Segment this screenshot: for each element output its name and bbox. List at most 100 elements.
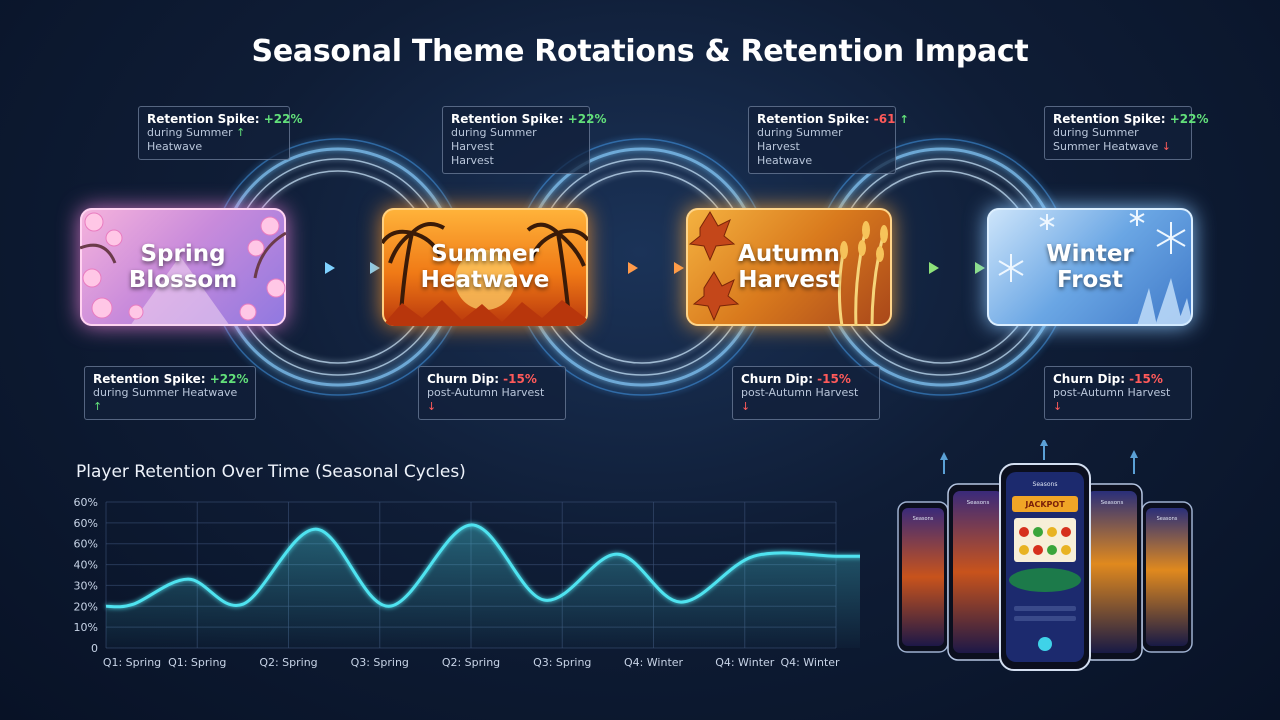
y-tick-label: 10% [74, 621, 98, 634]
callout-label: Retention Spike: [1053, 112, 1170, 126]
x-axis-ticks: Q1: Spring Q1: Spring Q2: Spring Q3: Spring… [103, 656, 840, 669]
callout-value: -15% [503, 372, 537, 386]
phone-right: Seasons [1081, 483, 1143, 661]
callout-label: Churn Dip: [1053, 372, 1130, 386]
theme-name-line2: Frost [1056, 267, 1124, 293]
arrow-up-icon: ↑ [899, 113, 909, 126]
callout-bottom-summer: Churn Dip: -15% post-Autumn Harvest ↓ [418, 366, 566, 420]
theme-name-line1: Winter [1046, 241, 1134, 267]
y-tick-label: 0 [91, 642, 98, 655]
jackpot-banner: JACKPOT [1024, 500, 1065, 509]
theme-name-line1: Autumn [738, 241, 840, 267]
callout-sub: Harvest [451, 154, 494, 167]
callout-label: Churn Dip: [427, 372, 504, 386]
callout-bottom-spring: Retention Spike: +22% during Summer Heat… [84, 366, 256, 420]
callout-sub: post-Autumn Harvest [427, 386, 545, 399]
callout-label: Retention Spike: [451, 112, 568, 126]
autumn-leaf-icon [688, 211, 888, 326]
callout-sub: Heatwave [147, 140, 203, 153]
theme-card-summer-heatwave[interactable]: Summer Heatwave [382, 208, 588, 326]
callout-label: Retention Spike: [757, 112, 874, 126]
callout-value: +22% [1169, 112, 1209, 126]
y-tick-label: 60% [74, 517, 98, 530]
y-tick-label: 30% [74, 579, 98, 592]
theme-name-line2: Harvest [738, 267, 840, 293]
arrow-down-icon: ↓ [741, 400, 751, 413]
phone-screen-title: Seasons [967, 500, 990, 506]
callout-value: -15% [1129, 372, 1163, 386]
palm-tree-icon [382, 222, 588, 326]
callout-sub: during Summer Harvest [451, 126, 537, 153]
page-title: Seasonal Theme Rotations & Retention Imp… [251, 34, 1029, 69]
x-tick-label: Q3: Spring [351, 656, 409, 669]
theme-card-spring-blossom[interactable]: Spring Blossom [80, 208, 286, 326]
theme-name-line1: Summer [431, 241, 539, 267]
arrow-up-icon: ↑ [236, 126, 246, 139]
chart-title: Player Retention Over Time (Seasonal Cyc… [76, 462, 466, 482]
callout-value: -61 [873, 112, 896, 126]
series-area [106, 524, 860, 648]
cherry-blossom-icon [80, 212, 286, 326]
callout-sub: post-Autumn Harvest [1053, 386, 1171, 399]
callout-sub: Heatwave [757, 154, 813, 167]
y-tick-label: 40% [74, 559, 98, 572]
callout-sub: during Summer [147, 126, 233, 139]
callout-value: -15% [817, 372, 851, 386]
x-tick-label: Q1: Spring [168, 656, 226, 669]
x-tick-label: Q2: Spring [259, 656, 317, 669]
callout-sub: during Summer Harvest [757, 126, 843, 153]
slot-reels [1014, 518, 1076, 562]
callout-top-autumn: Retention Spike: -61 ↑ during Summer Har… [748, 106, 909, 174]
callout-top-winter: Retention Spike: +22% during Summer Summ… [1044, 106, 1209, 160]
callout-bottom-winter: Churn Dip: -15% post-Autumn Harvest ↓ [1044, 366, 1192, 420]
callout-value: +22% [567, 112, 607, 126]
arrow-right-icon [893, 262, 985, 274]
theme-card-autumn-harvest[interactable]: Autumn Harvest [686, 208, 892, 326]
callout-sub: Summer Heatwave [1053, 140, 1159, 153]
callout-label: Retention Spike: [93, 372, 210, 386]
callout-label: Churn Dip: [741, 372, 818, 386]
callout-sub: during Summer Heatwave [93, 386, 238, 399]
mobile-devices-illustration: Seasons Seasons Seasons Seasons Seasons … [897, 440, 1193, 671]
y-axis-ticks: 0 10% 20% 30% 40% 60% 60% 60% [74, 496, 98, 655]
phone-left: Seasons [947, 483, 1009, 661]
callout-sub: post-Autumn Harvest [741, 386, 859, 399]
theme-name-line1: Spring [140, 241, 226, 267]
phone-far-left: Seasons [897, 501, 949, 653]
arrow-down-icon: ↓ [427, 400, 437, 413]
theme-name-line2: Heatwave [420, 267, 550, 293]
x-tick-label: Q4: Winter [624, 656, 684, 669]
series-line [105, 523, 860, 609]
x-tick-label: Q4: Winter [715, 656, 775, 669]
phone-screen-title: Seasons [1033, 481, 1058, 488]
arrow-down-icon: ↓ [1053, 400, 1063, 413]
snowflake-icon [998, 210, 1193, 326]
callout-label: Retention Spike: [147, 112, 264, 126]
callout-top-spring: Retention Spike: +22% during Summer ↑ He… [138, 106, 303, 160]
phone-screen-title: Seasons [913, 516, 934, 522]
y-tick-label: 20% [74, 600, 98, 613]
up-arrow-decoration [940, 440, 1138, 474]
phone-far-right: Seasons [1141, 501, 1193, 653]
theme-card-winter-frost[interactable]: Winter Frost [987, 208, 1193, 326]
chart-series [105, 523, 860, 648]
arrow-down-icon: ↓ [1161, 140, 1171, 153]
theme-name-line2: Blossom [128, 267, 238, 293]
x-tick-label: Q2: Spring [442, 656, 500, 669]
y-tick-label: 60% [74, 538, 98, 551]
callout-top-summer: Retention Spike: +22% during Summer Harv… [442, 106, 607, 174]
callout-value: +22% [263, 112, 303, 126]
arrow-right-icon [592, 262, 684, 274]
arrow-up-icon: ↑ [93, 400, 103, 413]
arrow-right-icon [290, 262, 380, 274]
phone-screen-title: Seasons [1157, 516, 1178, 522]
x-tick-label: Q4: Winter [780, 656, 840, 669]
phone-screen-title: Seasons [1101, 500, 1124, 506]
x-tick-label: Q3: Spring [533, 656, 591, 669]
callout-value: +22% [209, 372, 249, 386]
flow-arrows [290, 262, 985, 274]
callout-bottom-autumn: Churn Dip: -15% post-Autumn Harvest ↓ [732, 366, 880, 420]
x-tick-label: Q1: Spring [103, 656, 161, 669]
y-tick-label: 60% [74, 496, 98, 509]
